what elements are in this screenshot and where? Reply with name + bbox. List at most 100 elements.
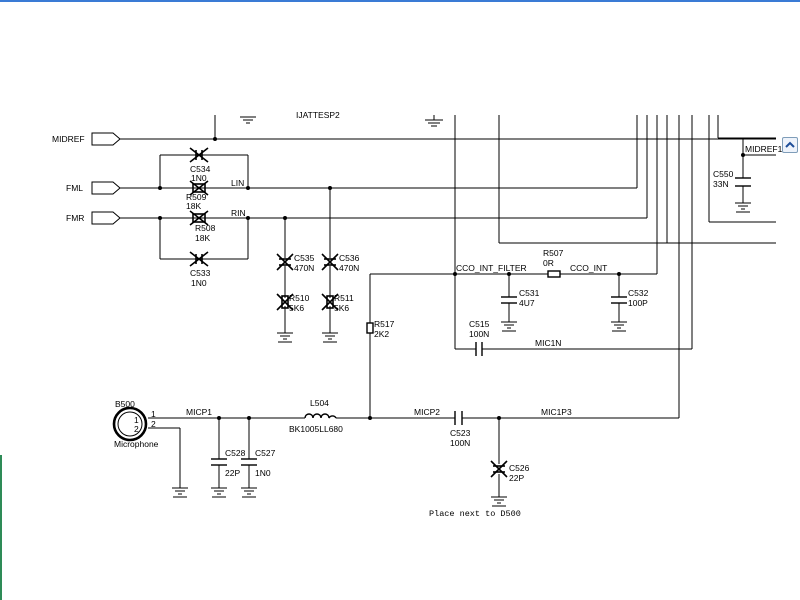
window-left-border [0,455,2,600]
c534-symbol [189,147,209,163]
val-c528: 22P [225,468,240,478]
r510-symbol [276,293,294,311]
ref-c534: C534 [190,164,211,174]
net-label-cco-int: CCO_INT [570,263,607,273]
ref-r511: R511 [334,293,354,303]
port-midref: MIDREF [52,132,121,146]
port-fml: FML [66,181,121,195]
c526-symbol [490,460,508,478]
r509-symbol [189,180,209,196]
val-r517: 2K2 [374,329,389,339]
r517-symbol [366,322,374,334]
ground-icon [425,115,443,127]
chevron-up-icon [785,141,795,148]
ref-c515: C515 [469,319,490,329]
net-label-cco-int-filter: CCO_INT_FILTER [456,263,527,273]
c523-symbol [454,411,463,425]
net-label-lin: LIN [231,178,244,188]
pin-1-outer: 1 [151,409,156,419]
c535-symbol [276,253,294,271]
ref-c535: C535 [294,253,315,263]
val-c523: 100N [450,438,470,448]
val-b500: Microphone [114,439,159,449]
val-c550: 33N [713,179,729,189]
net-label-midref1: MIDREF1 [745,144,783,154]
c515-symbol [475,342,483,356]
ref-r507: R507 [543,248,564,258]
val-c515: 100N [469,329,489,339]
val-r510: 5K6 [289,303,304,313]
ground-icon [240,116,256,124]
ref-c527: C527 [255,448,276,458]
val-r508: 18K [195,233,210,243]
ref-l504: L504 [310,398,329,408]
net-labels: IJATTESP2 LIN RIN MIDREF1 CCO_INT_FILTER… [186,110,783,417]
ref-b500: B500 [115,399,135,409]
val-r509: 18K [186,201,201,211]
ref-c526: C526 [509,463,530,473]
ground-icon [241,487,257,498]
window-top-border [0,0,800,2]
val-c531: 4U7 [519,298,535,308]
val-c526: 22P [509,473,524,483]
r508-symbol [189,210,209,226]
parts [112,177,751,466]
net-label-mic1n: MIC1N [535,338,561,348]
pin-2-outer: 2 [151,419,156,429]
net-label-micp2: MICP2 [414,407,440,417]
ref-r509: R509 [186,192,207,202]
wires [120,115,776,497]
port-fmr: FMR [66,211,121,225]
port-label: MIDREF [52,134,85,144]
placement-note: Place next to D500 [429,509,521,519]
net-label-rin: RIN [231,208,246,218]
ref-c532: C532 [628,288,649,298]
net-label-top-cut: IJATTESP2 [296,110,340,120]
ref-c550: C550 [713,169,734,179]
c533-symbol [189,251,209,267]
junction-dots [158,137,745,420]
c550-symbol [735,177,751,187]
val-c536: 470N [339,263,359,273]
val-c535: 470N [294,263,314,273]
dnp-crosses [189,147,508,478]
ref-r508: R508 [195,223,216,233]
r507-symbol [547,270,561,278]
ground-icon [211,487,227,498]
ref-r517: R517 [374,319,395,329]
ground-icon [172,487,188,498]
ground-icon [501,321,517,332]
net-label-micp1: MICP1 [186,407,212,417]
ref-c523: C523 [450,428,471,438]
c527-symbol [241,458,257,466]
val-c533: 1N0 [191,278,207,288]
microphone-symbol [112,406,148,442]
val-c532: 100P [628,298,648,308]
ground-symbols [172,115,751,507]
ref-c531: C531 [519,288,540,298]
ground-icon [277,332,293,343]
port-label: FML [66,183,83,193]
port-label: FMR [66,213,84,223]
c531-symbol [501,296,517,304]
c532-symbol [611,296,627,304]
c528-symbol [211,458,227,466]
val-r511: 5K6 [334,303,349,313]
val-c527: 1N0 [255,468,271,478]
net-label-mic1p3: MIC1P3 [541,407,572,417]
l504-symbol [304,413,337,421]
ref-c533: C533 [190,268,211,278]
val-l504: BK1005LL680 [289,424,343,434]
c536-symbol [321,253,339,271]
ground-icon [322,332,338,343]
ground-icon [611,321,627,332]
pin-2-inner: 2 [134,424,139,434]
scroll-up-button[interactable] [782,137,798,153]
val-c534: 1N0 [191,173,207,183]
r511-symbol [321,293,339,311]
pin-1-inner: 1 [134,415,139,425]
ref-c528: C528 [225,448,246,458]
ref-c536: C536 [339,253,360,263]
ref-r510: R510 [289,293,310,303]
val-r507: 0R [543,258,554,268]
